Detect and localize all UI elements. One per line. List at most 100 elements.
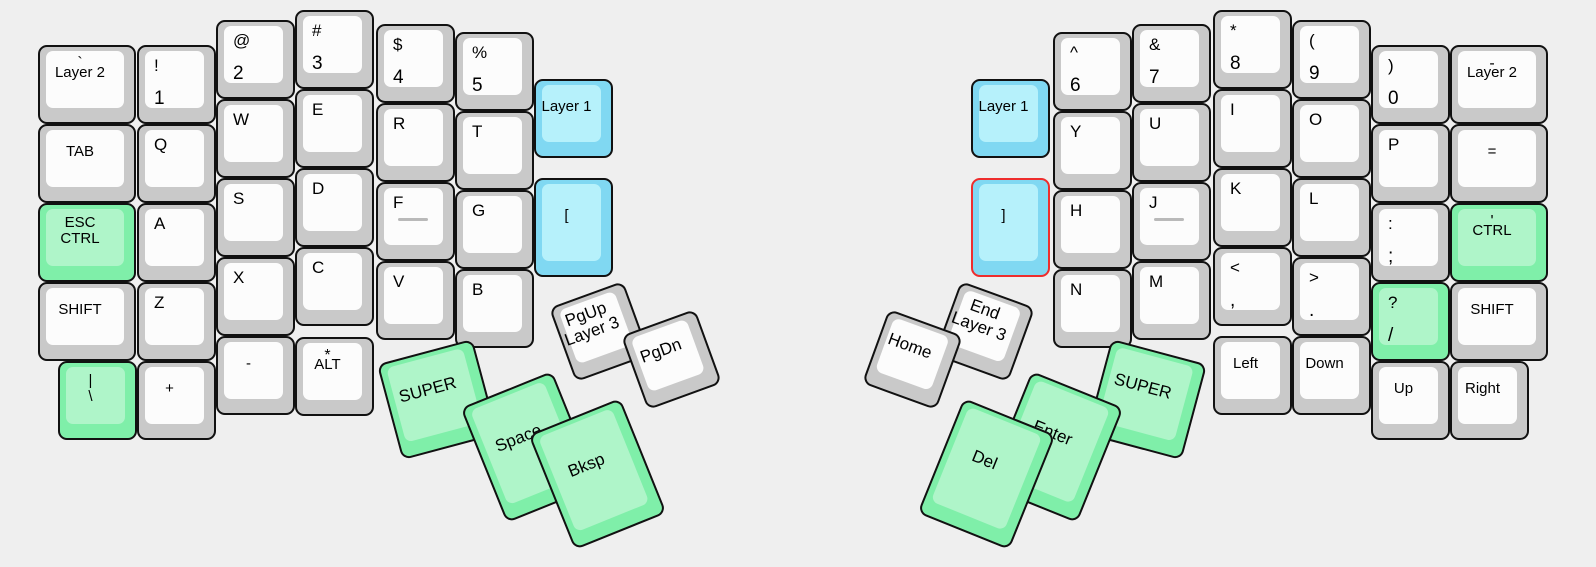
key-legend-base: A <box>154 214 166 233</box>
key-u[interactable]: U <box>1132 103 1211 182</box>
key-g[interactable]: G <box>455 190 534 269</box>
key-legend-base: Q <box>154 135 168 154</box>
key-legend-base: S <box>233 189 245 208</box>
key-down[interactable]: Down <box>1292 336 1371 415</box>
keycap-face: L <box>1300 184 1359 241</box>
key-d[interactable]: D <box>295 168 374 247</box>
keycap-face: C <box>303 253 362 310</box>
key-legend-shifted: & <box>1149 35 1161 54</box>
key-q[interactable]: Q <box>137 124 216 203</box>
key-key[interactable]: [ <box>534 178 613 277</box>
key-legend-shifted: ? <box>1388 293 1398 312</box>
key-legend-base: P <box>1388 135 1400 154</box>
keycap-face: Bksp <box>538 408 650 533</box>
key-legend-base: Right <box>1464 379 1501 397</box>
key-k[interactable]: K <box>1213 168 1292 247</box>
key-legend-base: 1 <box>154 88 165 109</box>
key-l[interactable]: L <box>1292 178 1371 257</box>
key-w[interactable]: W <box>216 99 295 178</box>
key-1[interactable]: !1 <box>137 45 216 124</box>
key-ctrl[interactable]: 'CTRL <box>1450 203 1548 282</box>
keycap-face: Del <box>930 406 1043 531</box>
keycap-face: M <box>1140 267 1199 324</box>
key-m[interactable]: M <box>1132 261 1211 340</box>
key-left[interactable]: Left <box>1213 336 1292 415</box>
keycap-face: $4 <box>384 30 443 87</box>
key-key[interactable]: + <box>137 361 216 440</box>
key-i[interactable]: I <box>1213 89 1292 168</box>
key-legend-shifted: $ <box>393 35 403 54</box>
key-layer-2[interactable]: -Layer 2 <box>1450 45 1548 124</box>
key-alt[interactable]: *ALT <box>295 337 374 416</box>
key-legend-base: SHIFT <box>58 300 102 318</box>
key-7[interactable]: &7 <box>1132 24 1211 103</box>
key-legend-shifted: > <box>1309 268 1319 287</box>
key-legend-base: Layer 1 <box>541 97 592 115</box>
keycap-face: -Layer 2 <box>1458 51 1536 108</box>
key-legend-shifted: < <box>1230 258 1240 277</box>
key-c[interactable]: C <box>295 247 374 326</box>
key-j[interactable]: J <box>1132 182 1211 261</box>
keycap-face: %5 <box>463 38 522 95</box>
key-2[interactable]: @2 <box>216 20 295 99</box>
key-legend-base: D <box>312 179 325 198</box>
keycap-face: H <box>1061 196 1120 253</box>
keycap-face: F <box>384 188 443 245</box>
key-key[interactable]: <, <box>1213 247 1292 326</box>
keycap-face: W <box>224 105 283 162</box>
key-z[interactable]: Z <box>137 282 216 361</box>
key-0[interactable]: )0 <box>1371 45 1450 124</box>
key-r[interactable]: R <box>376 103 455 182</box>
key-legend-shifted: ^ <box>1070 43 1078 62</box>
key-n[interactable]: N <box>1053 269 1132 348</box>
key-layer-1[interactable]: Layer 1 <box>534 79 613 158</box>
key-up[interactable]: Up <box>1371 361 1450 440</box>
key-key[interactable]: ] <box>971 178 1050 277</box>
key-x[interactable]: X <box>216 257 295 336</box>
key-legend-base: T <box>472 122 483 141</box>
key-key[interactable]: >. <box>1292 257 1371 336</box>
key-h[interactable]: H <box>1053 190 1132 269</box>
key-legend-base: - <box>246 354 251 372</box>
key-3[interactable]: #3 <box>295 10 374 89</box>
key-layer-2[interactable]: `Layer 2 <box>38 45 136 124</box>
key-e[interactable]: E <box>295 89 374 168</box>
key-o[interactable]: O <box>1292 99 1371 178</box>
key-p[interactable]: P <box>1371 124 1450 203</box>
key-y[interactable]: Y <box>1053 111 1132 190</box>
key-shift[interactable]: SHIFT <box>38 282 136 361</box>
key-f[interactable]: F <box>376 182 455 261</box>
key-8[interactable]: *8 <box>1213 10 1292 89</box>
key-legend-line1: | <box>88 371 93 389</box>
key-6[interactable]: ^6 <box>1053 32 1132 111</box>
key-legend-line2: Layer 3 <box>561 311 622 350</box>
key-s[interactable]: S <box>216 178 295 257</box>
key-right[interactable]: Right <box>1450 361 1529 440</box>
key-legend-base: 5 <box>472 75 483 96</box>
key-key[interactable]: = <box>1450 124 1548 203</box>
key-legend-base: 4 <box>393 67 404 88</box>
key-5[interactable]: %5 <box>455 32 534 111</box>
key-tab[interactable]: TAB <box>38 124 136 203</box>
key-key[interactable]: :; <box>1371 203 1450 282</box>
keycap-face: R <box>384 109 443 166</box>
key-layer-1[interactable]: Layer 1 <box>971 79 1050 158</box>
key-shift[interactable]: SHIFT <box>1450 282 1548 361</box>
key-a[interactable]: A <box>137 203 216 282</box>
key-key[interactable]: ?/ <box>1371 282 1450 361</box>
keycap-face: SHIFT <box>1458 288 1536 345</box>
key-key[interactable]: - <box>216 336 295 415</box>
key-v[interactable]: V <box>376 261 455 340</box>
keycap-face: - <box>224 342 283 399</box>
key-legend-base: N <box>1070 280 1083 299</box>
key-b[interactable]: B <box>455 269 534 348</box>
keycap-face: Layer 1 <box>541 85 601 142</box>
key-t[interactable]: T <box>455 111 534 190</box>
key-key[interactable]: |\ <box>58 361 137 440</box>
keycap-face: N <box>1061 275 1120 332</box>
key-9[interactable]: (9 <box>1292 20 1371 99</box>
key-4[interactable]: $4 <box>376 24 455 103</box>
